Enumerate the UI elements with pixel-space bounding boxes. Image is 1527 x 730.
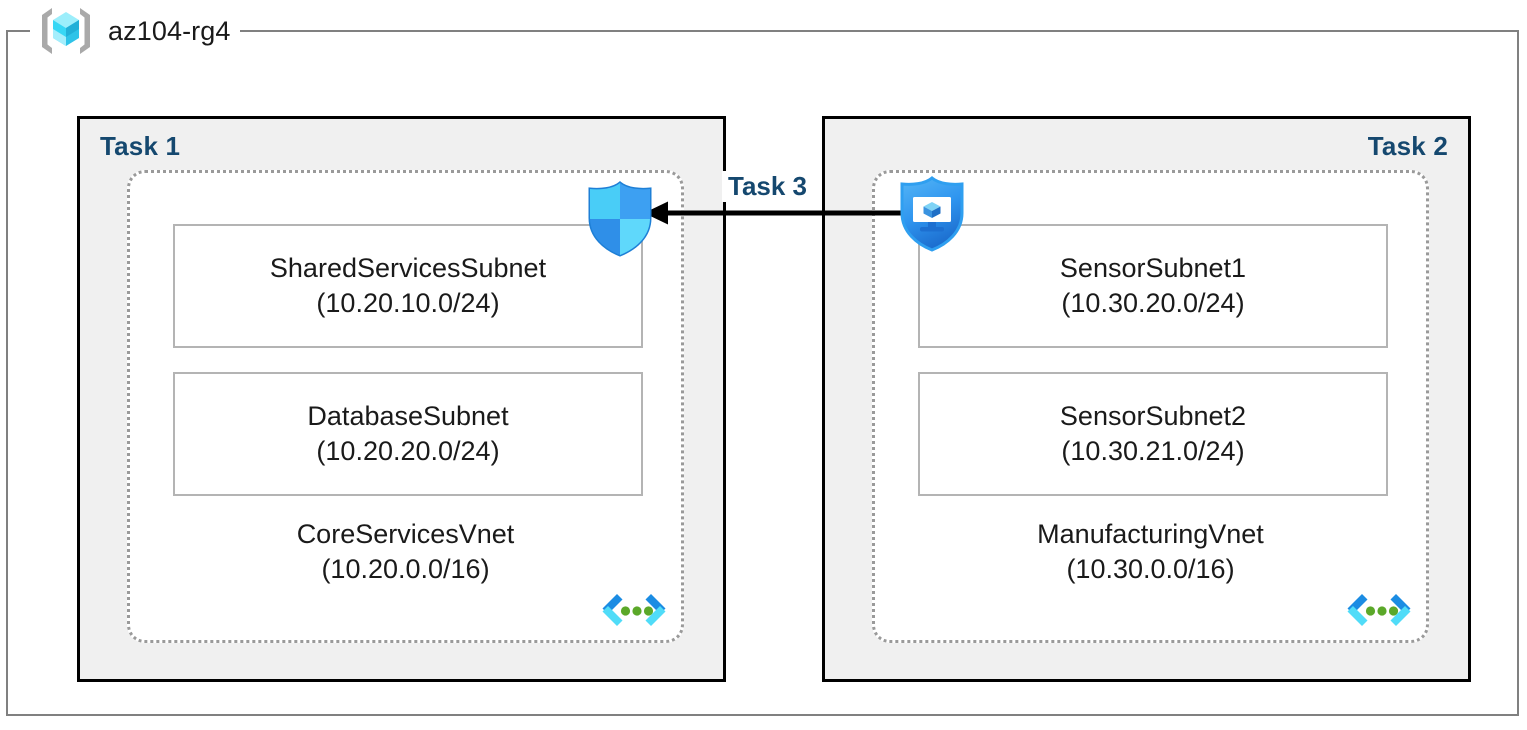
virtual-network-icon [1347, 594, 1411, 626]
vnet-peering-arrow [644, 201, 902, 225]
subnet-sensor2: SensorSubnet2 (10.30.21.0/24) [918, 372, 1388, 496]
task-1-label: Task 1 [100, 131, 181, 161]
subnet-name: SharedServicesSubnet [269, 253, 547, 284]
resource-group-name: az104-rg4 [108, 15, 231, 46]
task-box-2: Task 2 SensorSubnet1 (10.30.20.0/24) Sen… [822, 116, 1471, 682]
subnet-database: DatabaseSubnet (10.20.20.0/24) [173, 372, 643, 496]
task-2-label: Task 2 [1367, 131, 1448, 161]
vnet-caption: CoreServicesVnet (10.20.0.0/16) [130, 518, 681, 586]
subnet-name: DatabaseSubnet [307, 401, 509, 432]
subnet-cidr: (10.20.10.0/24) [316, 288, 500, 318]
vnet-caption: ManufacturingVnet (10.30.0.0/16) [875, 518, 1426, 586]
resource-group-legend: az104-rg4 [30, 2, 241, 60]
vnet-coreservices: SharedServicesSubnet (10.20.10.0/24) Dat… [127, 170, 684, 643]
defender-shield-icon [900, 176, 964, 252]
subnet-cidr: (10.20.20.0/24) [316, 436, 500, 466]
subnet-cidr: (10.30.20.0/24) [1061, 288, 1245, 318]
vnet-cidr: (10.30.0.0/16) [1066, 553, 1235, 584]
resource-group-frame [6, 30, 1519, 716]
task-box-1: Task 1 SharedServicesSubnet (10.20.10.0/… [77, 116, 726, 682]
subnet-cidr: (10.30.21.0/24) [1061, 436, 1245, 466]
subnet-name: SensorSubnet1 [1059, 253, 1247, 284]
azure-resource-group-icon [42, 8, 90, 54]
virtual-network-icon [602, 594, 666, 626]
firewall-shield-icon [588, 181, 652, 257]
vnet-name: ManufacturingVnet [1037, 519, 1264, 549]
subnet-name: SensorSubnet2 [1059, 401, 1247, 432]
subnet-sensor1: SensorSubnet1 (10.30.20.0/24) [918, 224, 1388, 348]
vnet-cidr: (10.20.0.0/16) [321, 553, 490, 584]
task-3-label: Task 3 [722, 171, 814, 202]
vnet-name: CoreServicesVnet [296, 519, 515, 549]
subnet-sharedservices: SharedServicesSubnet (10.20.10.0/24) [173, 224, 643, 348]
